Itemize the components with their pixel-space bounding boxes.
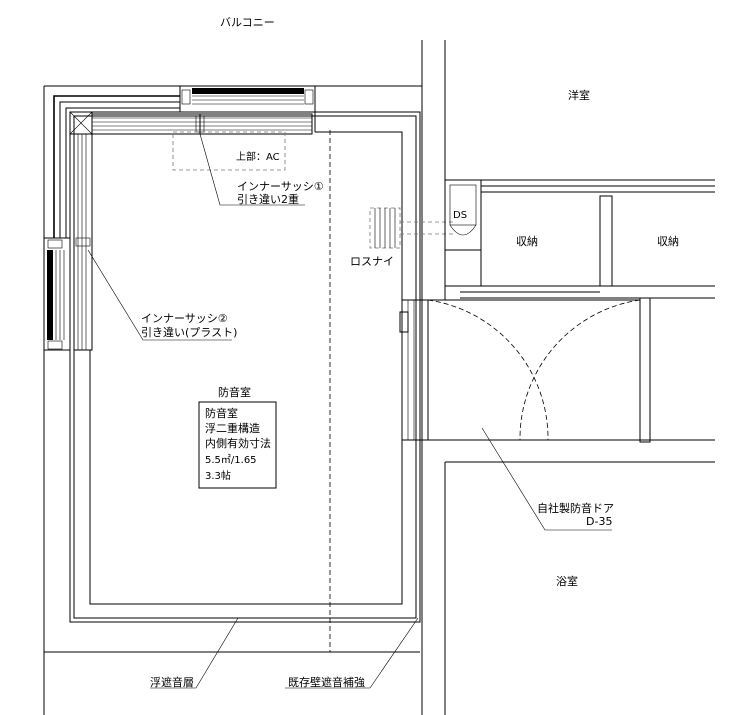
soundproof-room-shell [69,111,421,623]
spec-line-5: 3.3帖 [205,469,231,482]
losnay-duct [369,207,455,249]
leader-lines [87,133,612,689]
balcony-window [179,85,316,113]
spec-line-2: 浮二重構造 [205,421,260,435]
ac-unit-outline [172,131,286,171]
existing-wall-l [53,95,180,238]
balcony-label: バルコニー [220,16,275,29]
outer-walls [43,40,715,715]
door-name-label: 自社製防音ドア [537,501,614,515]
spec-line-4: 5.5㎡/1.65 [205,454,257,466]
storage-2-label: 収納 [657,235,679,248]
storage-area [444,179,715,300]
ds-label: DS [453,210,467,221]
floating-layer-label: 浮遮音層 [150,675,194,689]
inner-sash-1-label: インナーサッシ① [237,180,324,193]
losnay-label: ロスナイ [350,255,394,268]
door-code-label: D-35 [586,515,612,528]
spec-line-3: 内側有効寸法 [205,436,271,450]
inner-sash-1-sub-label: 引き違い2重 [237,192,299,206]
soundproof-room-title: 防音室 [218,385,251,399]
western-room-label: 洋室 [568,88,590,102]
soundproof-door-graphic [399,297,651,443]
inner-sash-2-sub-label: 引き違い(プラスト) [141,325,237,339]
wall-reinforcement-label: 既存壁遮音補強 [288,675,365,689]
labels: バルコニー 洋室 上部：AC インナーサッシ① 引き違い2重 DS 収納 収納 … [141,16,679,689]
spec-box [198,401,277,489]
storage-1-label: 収納 [516,235,538,248]
inner-sash-2-graphic [73,133,93,351]
left-window [43,237,71,351]
bathroom-label: 浴室 [556,574,578,588]
spec-line-1: 防音室 [205,406,238,420]
ceiling-ac-label: 上部：AC [236,150,280,163]
inner-sash-2-label: インナーサッシ② [141,312,228,325]
inner-sash-1-graphic [69,111,313,135]
